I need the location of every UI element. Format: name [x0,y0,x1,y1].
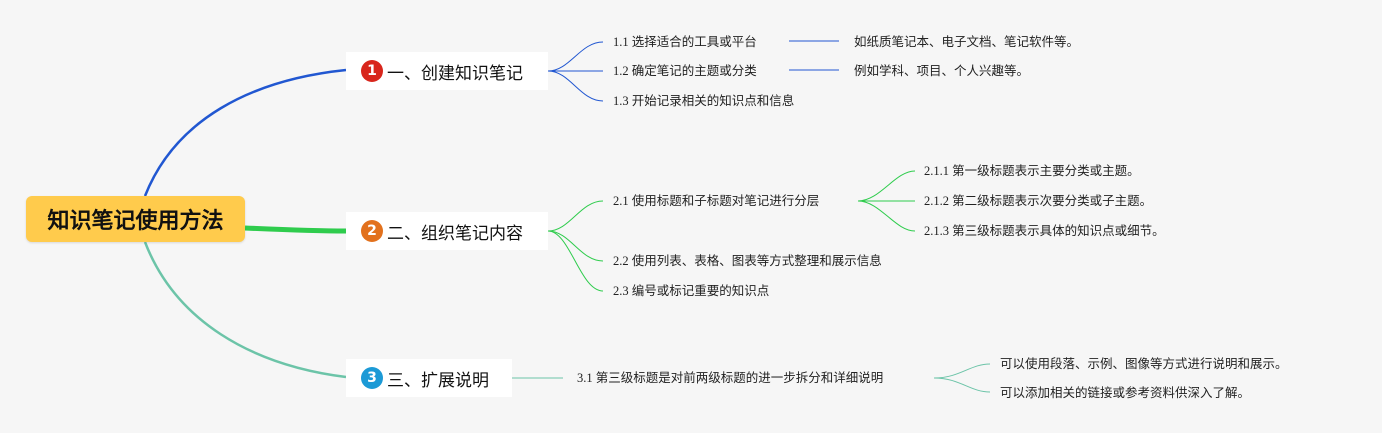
topic-1-3[interactable]: 1.3 开始记录相关的知识点和信息 [613,94,795,108]
branch-2-node[interactable]: 2 二、组织笔记内容 [346,212,548,250]
root-title: 知识笔记使用方法 [47,209,224,234]
branch-2-label: 二、组织笔记内容 [387,223,523,244]
topic-2-1-2[interactable]: 2.1.2 第二级标题表示次要分类或子主题。 [924,194,1153,208]
root-topic[interactable]: 知识笔记使用方法 [26,196,245,242]
branch-3-node[interactable]: 3 三、扩展说明 [346,359,512,397]
topic-2-1-1[interactable]: 2.1.1 第一级标题表示主要分类或主题。 [924,164,1140,178]
note-3-1-b[interactable]: 可以添加相关的链接或参考资料供深入了解。 [1000,385,1251,400]
topic-3-1[interactable]: 3.1 第三级标题是对前两级标题的进一步拆分和详细说明 [577,371,884,385]
note-1-1[interactable]: 如纸质笔记本、电子文档、笔记软件等。 [854,34,1080,49]
topic-2-3[interactable]: 2.3 编号或标记重要的知识点 [613,284,770,298]
branch-3-label: 三、扩展说明 [387,370,489,391]
branch-1-node[interactable]: 1 一、创建知识笔记 [346,52,548,90]
topic-1-1[interactable]: 1.1 选择适合的工具或平台 [613,35,757,49]
connector-root-branch1 [143,68,347,197]
branch-1-label: 一、创建知识笔记 [387,63,523,84]
connector-root-branch3 [143,241,347,379]
topic-1-2[interactable]: 1.2 确定笔记的主题或分类 [613,64,757,78]
topic-2-1-3[interactable]: 2.1.3 第三级标题表示具体的知识点或细节。 [924,224,1165,238]
connectors-branch1 [547,40,839,102]
number-badge-1: 1 [361,60,383,82]
connector-root-branch2 [244,225,347,234]
connectors-branch2 [547,170,916,292]
number-badge-3: 3 [361,367,383,389]
topic-2-1[interactable]: 2.1 使用标题和子标题对笔记进行分层 [613,194,820,208]
note-1-2[interactable]: 例如学科、项目、个人兴趣等。 [854,63,1030,78]
topic-2-2[interactable]: 2.2 使用列表、表格、图表等方式整理和展示信息 [613,254,882,268]
number-badge-2: 2 [361,220,383,242]
note-3-1-a[interactable]: 可以使用段落、示例、图像等方式进行说明和展示。 [1000,356,1288,371]
connectors-branch3 [512,363,991,393]
